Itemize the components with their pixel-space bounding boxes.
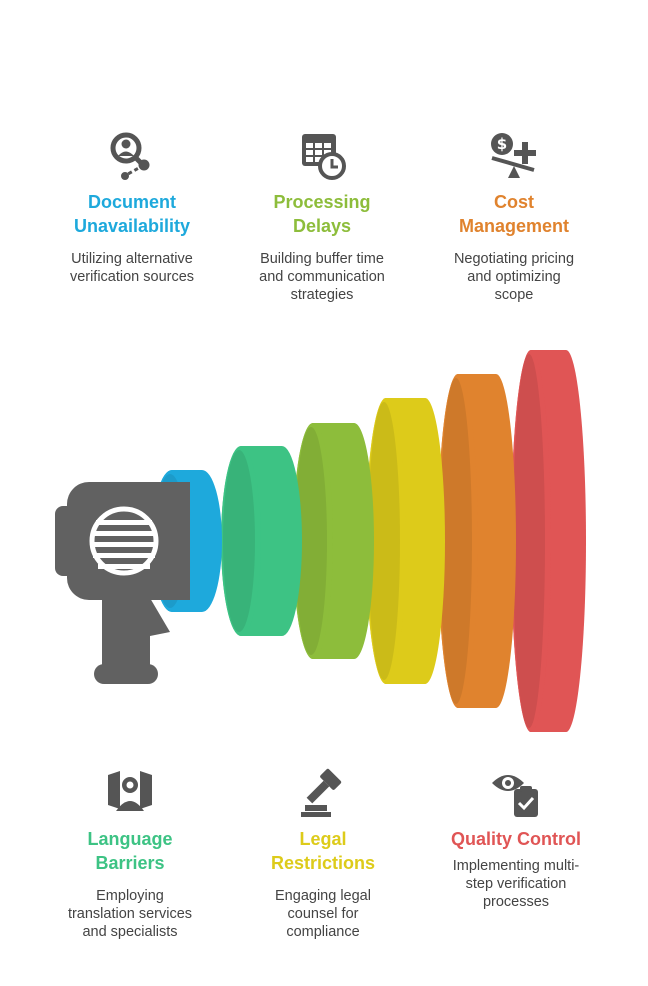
calendar-clock-icon [302,134,346,180]
megaphone-handle [94,598,170,684]
ring-lime [293,423,374,659]
megaphone-grille [89,506,159,576]
ring-yellow [366,398,445,684]
item-title: Quality Control [451,829,581,849]
ring-red [511,350,586,732]
svg-text:$: $ [497,135,507,153]
gavel-icon [301,768,342,817]
ring-green [221,446,302,636]
person-badge-icon [108,771,152,811]
ring-orange [438,374,516,708]
eye-clipboard-icon [492,775,538,817]
dollar-balance-icon: $ [491,133,536,178]
search-person-icon [110,132,150,180]
item-quality-control: Quality Control Implementing multi-step … [426,765,606,911]
megaphone-body [55,482,190,600]
